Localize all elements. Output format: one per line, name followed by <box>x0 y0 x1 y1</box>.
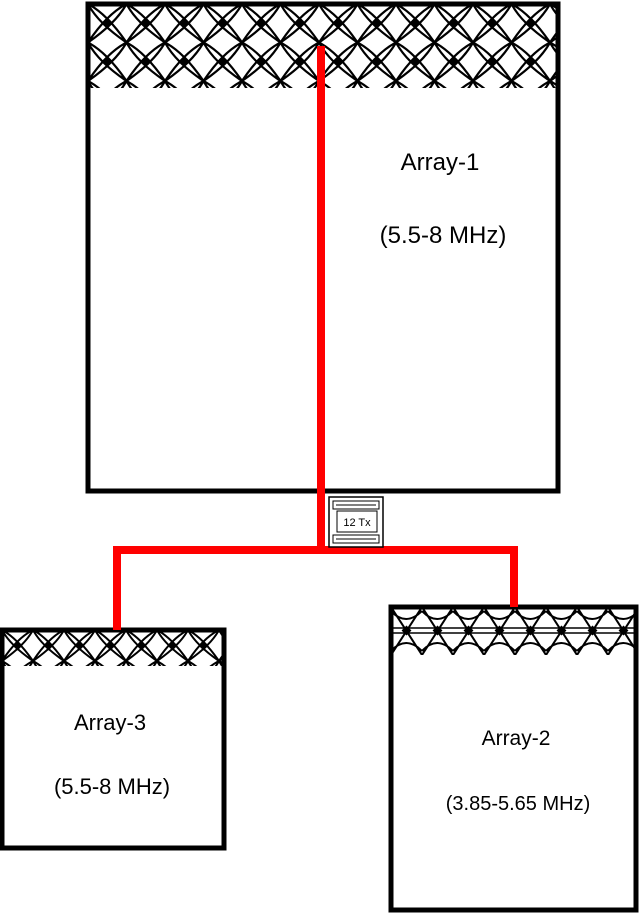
array-2-band: (3.85-5.65 MHz) <box>446 793 591 815</box>
array-2-name: Array-2 <box>482 727 551 750</box>
array-3-name: Array-3 <box>74 710 146 735</box>
array-2-panel: Array-2 (3.85-5.65 MHz) <box>388 604 639 913</box>
array-3-element-strip <box>2 630 224 666</box>
array-2-element-strip <box>391 607 636 655</box>
array-3-panel: Array-3 (5.5-8 MHz) <box>0 627 227 851</box>
feed-network <box>113 46 518 630</box>
transmitter-unit: 12 Tx <box>328 496 384 548</box>
array-3-band: (5.5-8 MHz) <box>54 774 170 799</box>
array-1-band: (5.5-8 MHz) <box>380 222 507 249</box>
array-1-name: Array-1 <box>401 149 480 176</box>
transmitter-label: 12 Tx <box>343 517 371 529</box>
